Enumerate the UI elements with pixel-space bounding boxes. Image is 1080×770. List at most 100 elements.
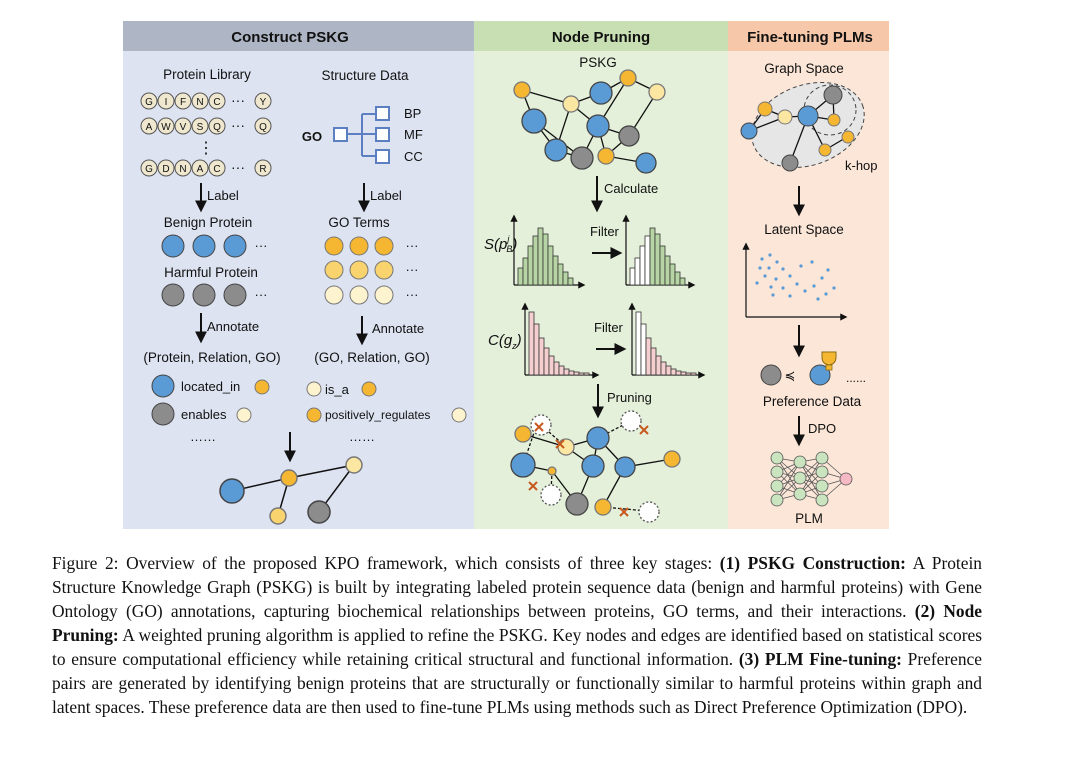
svg-text:G: G [145, 164, 153, 175]
more-relations-left: …… [190, 429, 216, 444]
harmful-protein-nodes: ··· [161, 283, 268, 307]
mf-label: MF [404, 127, 423, 142]
histogram-c-after [628, 302, 706, 379]
svg-text:V: V [180, 122, 187, 133]
caption-stage-3-heading: (3) PLM Fine-tuning: [738, 649, 902, 669]
protein-library-label: Protein Library [163, 67, 251, 82]
sequence-row-1: G I F N C ··· Y [140, 92, 272, 110]
caption-stage-1-text: A Protein Structure Knowledge Graph (PSK… [52, 553, 983, 621]
svg-text:F: F [180, 97, 186, 108]
header-finetune [728, 21, 889, 51]
svg-text:W: W [161, 122, 171, 133]
latent-space-plot [742, 242, 848, 321]
vertical-dots: ⋮ [198, 140, 214, 157]
triple-go-relation-go: (GO, Relation, GO) [314, 350, 430, 365]
plm-label: PLM [795, 511, 823, 526]
latent-space-label: Latent Space [764, 222, 844, 237]
label-text-left: Label [207, 188, 239, 203]
svg-text:C: C [213, 164, 220, 175]
title-construct: Construct PSKG [231, 29, 349, 46]
benign-protein-nodes: ··· [161, 234, 268, 258]
pruning-label: Pruning [607, 390, 652, 405]
svg-text:R: R [259, 164, 266, 175]
svg-text:located_in: located_in [181, 379, 240, 394]
filter-label-2: Filter [594, 320, 624, 335]
svg-text:N: N [196, 97, 203, 108]
k-hop-label: k-hop [845, 158, 878, 173]
relation-positively-regulates: positively_regulates [306, 407, 467, 423]
histogram-s-after [622, 214, 696, 289]
pskg-graph [513, 69, 666, 174]
svg-text:N: N [179, 164, 186, 175]
calculate-label: Calculate [604, 181, 658, 196]
caption-stage-2-heading: (2) Node Pruning: [52, 601, 982, 645]
svg-text:≼: ≼ [785, 368, 796, 383]
relation-enables: enables [151, 402, 252, 426]
svg-text:S: S [197, 122, 204, 133]
harmful-protein-label: Harmful Protein [164, 265, 258, 280]
svg-text:···: ··· [406, 238, 419, 253]
figure-caption: Figure 2: Overview of the proposed KPO f… [52, 551, 982, 719]
cc-label: CC [404, 149, 423, 164]
caption-stage-3-text: Preference pairs are generated by identi… [52, 649, 982, 717]
svg-text:···: ··· [231, 117, 245, 133]
bp-label: BP [404, 106, 421, 121]
svg-text:Q: Q [213, 122, 221, 133]
dpo-label: DPO [808, 421, 836, 436]
svg-text:A: A [146, 122, 153, 133]
svg-text:I: I [165, 97, 168, 108]
svg-text:···: ··· [231, 92, 245, 108]
histogram-c-before [521, 302, 600, 379]
title-pruning: Node Pruning [552, 29, 650, 46]
svg-text:is_a: is_a [325, 382, 350, 397]
caption-stage-2-text: A weighted pruning algorithm is applied … [52, 625, 982, 669]
svg-text:A: A [197, 164, 204, 175]
svg-text:Y: Y [260, 97, 267, 108]
svg-text:enables: enables [181, 407, 227, 422]
structure-data-label: Structure Data [321, 68, 409, 83]
svg-text:G: G [145, 97, 153, 108]
label-text-right: Label [370, 188, 402, 203]
svg-text:positively_regulates: positively_regulates [325, 408, 430, 422]
title-finetune: Fine-tuning PLMs [747, 29, 873, 46]
pskg-mini-graph [219, 456, 363, 525]
caption-lead: Figure 2: Overview of the proposed KPO f… [52, 553, 720, 573]
pruned-edge-marks [528, 422, 649, 517]
annotate-text-right: Annotate [372, 321, 424, 336]
preference-more: ...... [846, 371, 866, 385]
svg-text:···: ··· [406, 287, 419, 302]
svg-text:C: C [213, 97, 220, 108]
filter-label-1: Filter [590, 224, 620, 239]
plm-network-icon [770, 451, 853, 507]
go-terms-label: GO Terms [328, 215, 390, 230]
svg-text:D: D [162, 164, 169, 175]
pskg-label: PSKG [579, 55, 617, 70]
sequence-row-3: G D N A C ··· R [140, 159, 272, 177]
svg-text:···: ··· [231, 159, 245, 175]
go-term-nodes: ··· ··· ··· [324, 236, 419, 305]
svg-text:···: ··· [255, 287, 268, 302]
more-relations-right: …… [349, 429, 375, 444]
graph-space-label: Graph Space [764, 61, 844, 76]
preference-pair: ≼ [760, 351, 837, 386]
svg-text:···: ··· [255, 238, 268, 253]
header-construct [123, 21, 474, 51]
svg-text:Q: Q [259, 122, 267, 133]
caption-stage-1-heading: (1) PSKG Construction: [719, 553, 906, 573]
relation-is-a: is_a [306, 381, 377, 397]
histogram-s-before [510, 214, 586, 289]
score-c-label: C(gz) [488, 332, 522, 351]
pruned-graph [510, 410, 681, 523]
graph-space-diagram [740, 81, 865, 172]
header-pruning [474, 21, 728, 51]
sequence-row-2: A W V S Q ··· Q [140, 117, 272, 135]
preference-data-label: Preference Data [763, 394, 862, 409]
svg-text:···: ··· [406, 262, 419, 277]
benign-protein-label: Benign Protein [164, 215, 253, 230]
annotate-text-left: Annotate [207, 319, 259, 334]
go-tree-diagram: GO BP MF CC [302, 106, 423, 164]
go-label: GO [302, 129, 322, 144]
triple-protein-relation-go: (Protein, Relation, GO) [143, 350, 280, 365]
framework-figure: Construct PSKG Node Pruning Fine-tuning … [123, 21, 889, 529]
